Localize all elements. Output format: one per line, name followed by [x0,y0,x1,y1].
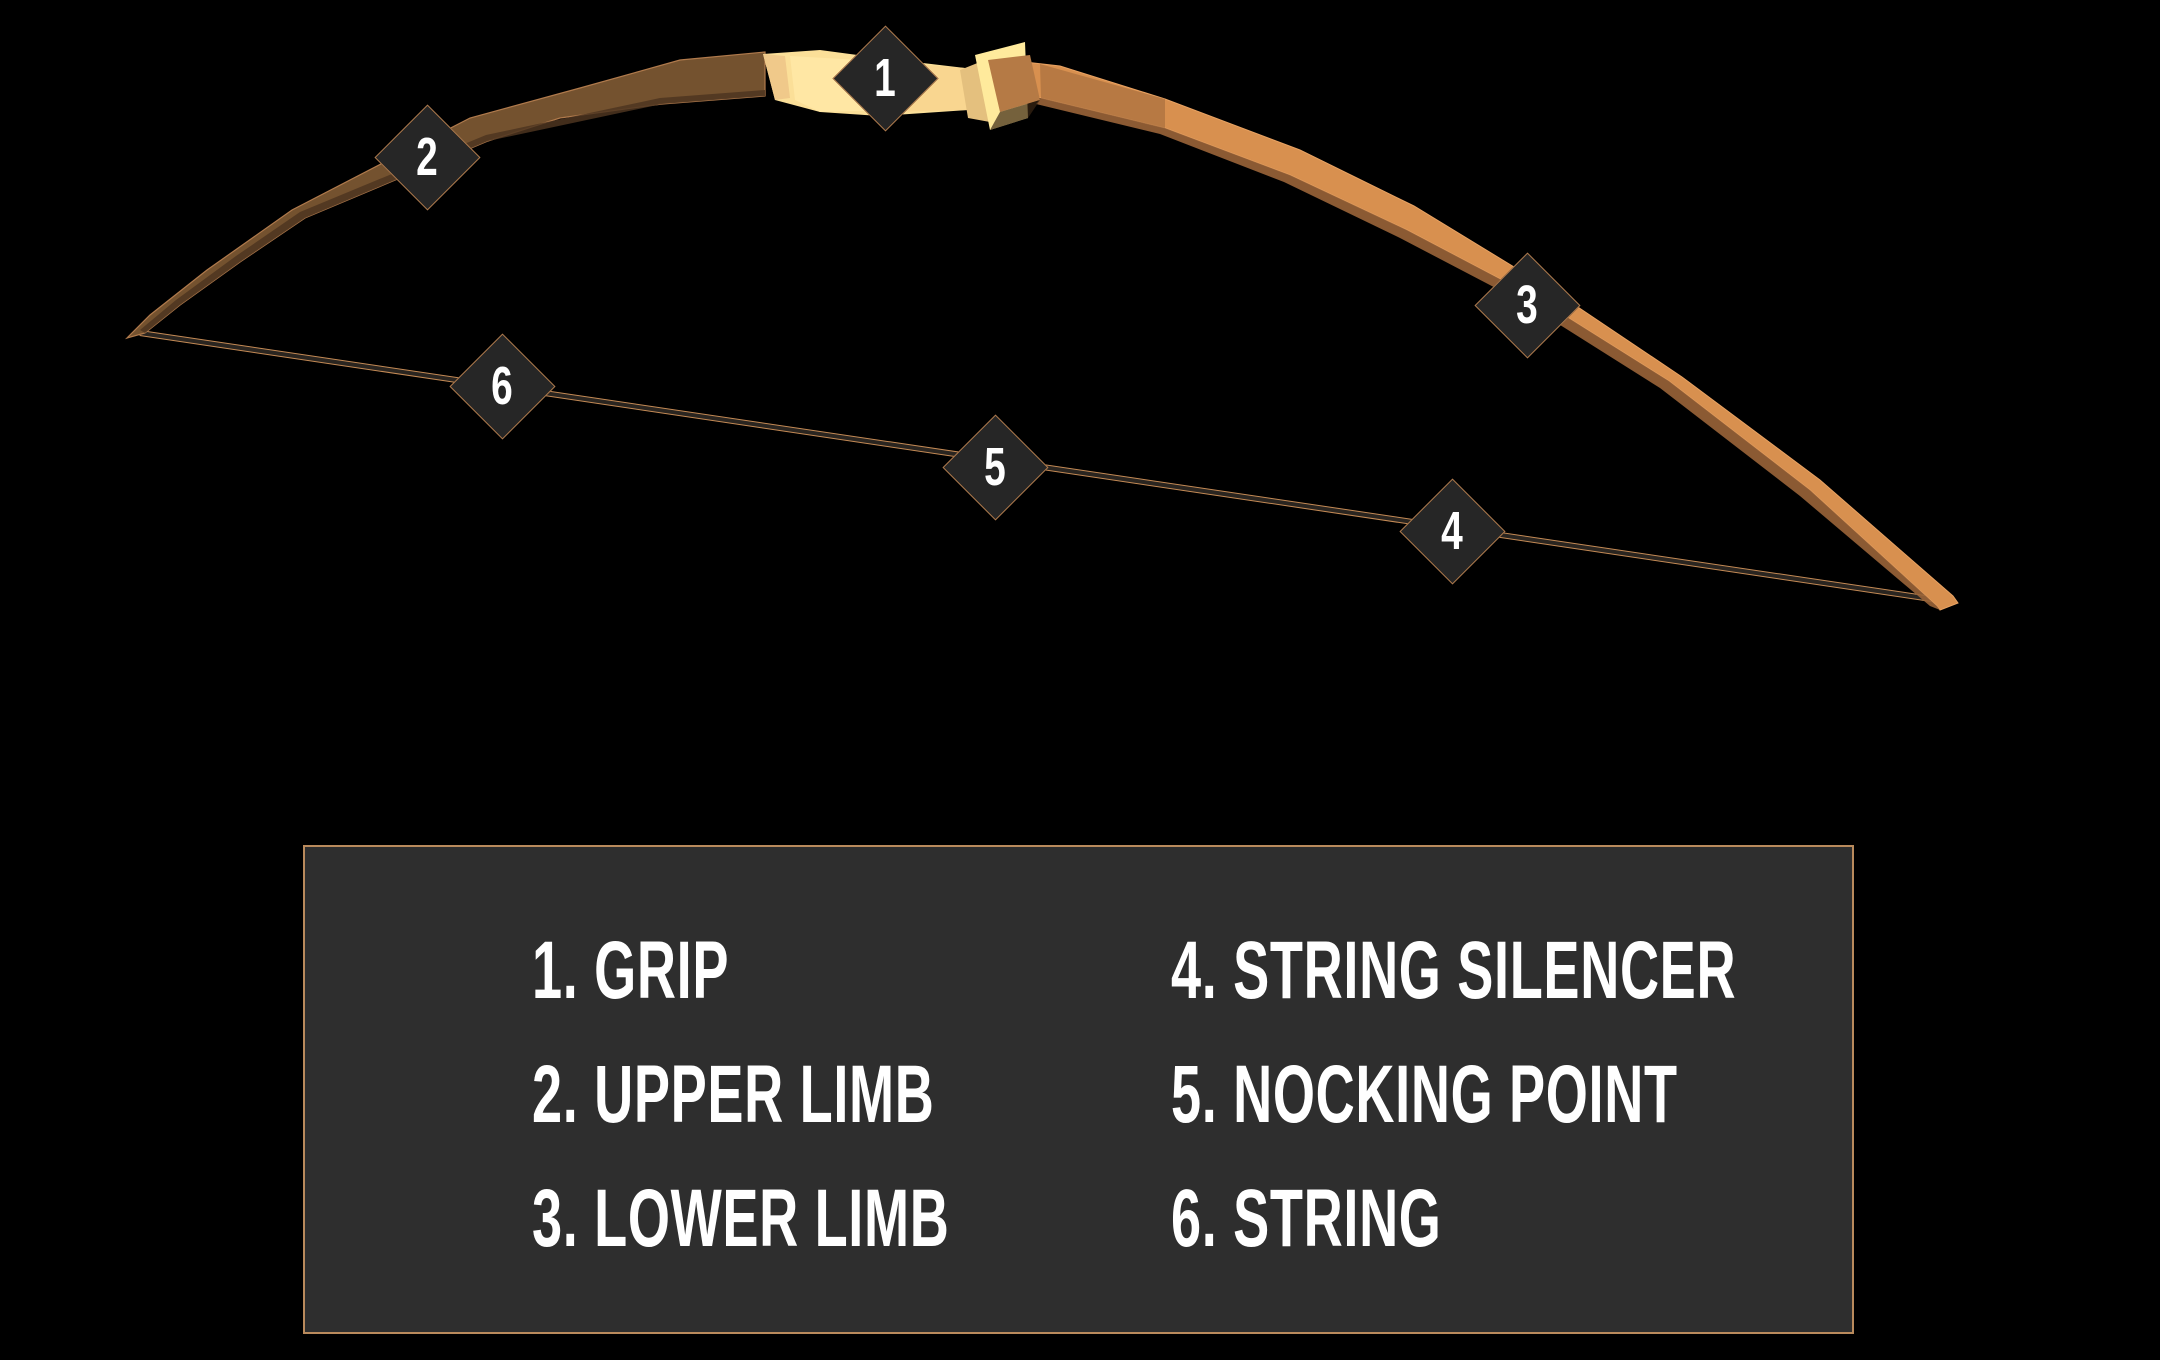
upper-limb [124,51,766,340]
marker-number: 5 [984,437,1006,497]
marker-number: 6 [491,356,513,416]
marker-string-silencer: 4 [1398,477,1506,585]
legend-panel: 1. GRIP 2. UPPER LIMB 3. LOWER LIMB 4. S… [303,845,1854,1334]
legend-item-string: 6. STRING [1171,1173,1442,1264]
marker-nocking-point: 5 [941,413,1049,521]
marker-lower-limb: 3 [1473,251,1581,359]
marker-grip: 1 [831,24,939,132]
marker-number: 3 [1516,275,1538,335]
marker-number: 2 [416,127,438,187]
lower-limb [989,57,1959,611]
marker-number: 1 [874,48,896,108]
legend-item-lower-limb: 3. LOWER LIMB [532,1173,950,1264]
marker-upper-limb: 2 [373,103,481,211]
marker-string: 6 [448,332,556,440]
legend-item-string-silencer: 4. STRING SILENCER [1171,925,1737,1016]
legend-item-nocking-point: 5. NOCKING POINT [1171,1049,1678,1140]
legend-item-grip: 1. GRIP [532,925,730,1016]
marker-number: 4 [1441,501,1463,561]
legend-item-upper-limb: 2. UPPER LIMB [532,1049,935,1140]
